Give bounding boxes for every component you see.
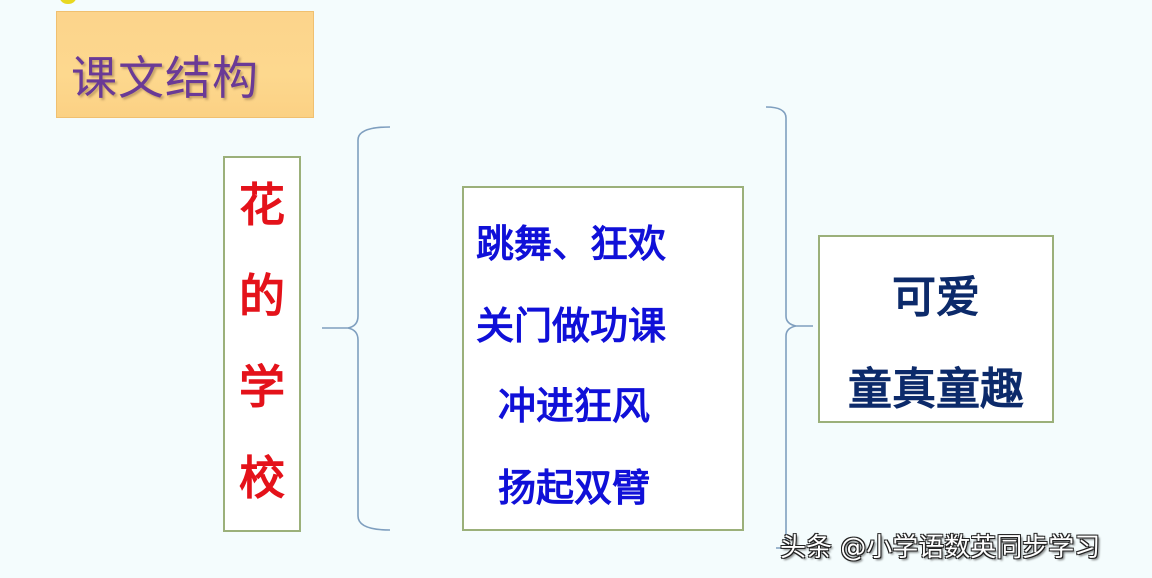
topic-char: 学 — [239, 360, 285, 414]
right-brace-icon — [765, 106, 813, 549]
section-title-box: 课文结构 — [56, 11, 314, 118]
left-brace-icon — [322, 126, 391, 531]
event-line: 冲进狂风 — [498, 384, 651, 428]
event-line: 扬起双臂 — [498, 466, 651, 510]
summary-line: 童真童趣 — [848, 364, 1024, 415]
watermark: 头条 @小学语数英同步学习 — [780, 533, 1101, 563]
event-line: 跳舞、狂欢 — [476, 222, 667, 266]
topic-box: 花 的 学 校 — [223, 156, 301, 532]
event-line: 关门做功课 — [476, 304, 667, 348]
section-title: 课文结构 — [71, 51, 259, 105]
summary-box: 可爱 童真童趣 — [818, 235, 1054, 423]
summary-line: 可爱 — [892, 272, 980, 323]
topic-char: 花 — [239, 178, 285, 232]
topic-char: 的 — [239, 269, 285, 323]
events-box: 跳舞、狂欢 关门做功课 冲进狂风 扬起双臂 — [462, 186, 744, 531]
topic-title: 花 的 学 校 — [225, 182, 299, 546]
topic-char: 校 — [239, 451, 285, 505]
decorative-dot — [60, 0, 76, 4]
